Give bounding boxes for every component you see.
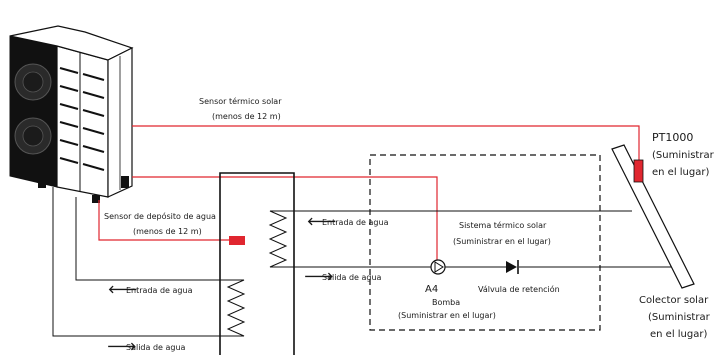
pt1000-sensor <box>633 159 644 183</box>
pump-icon <box>430 259 446 275</box>
outlet-right-label: Salida de agua <box>322 273 382 282</box>
check-valve-icon <box>506 260 519 274</box>
tank-sensor-label: Sensor de depósito de agua <box>104 211 216 221</box>
arrow-right-icon: 🡒 <box>107 340 137 353</box>
outlet-left-label: Salida de agua <box>126 343 186 352</box>
solar-system-supply: (Suministrar en el lugar) <box>453 237 551 246</box>
heat-pump-pipes <box>52 187 220 337</box>
water-tank <box>219 172 295 355</box>
tank-sensor <box>229 236 245 245</box>
inlet-right-label: Entrada de agua <box>322 218 389 227</box>
inlet-left-label: Entrada de agua <box>126 286 193 295</box>
pt1000-supply-line2: en el lugar) <box>652 167 709 178</box>
pump-label: Bomba <box>432 298 460 307</box>
arrow-left-icon: 🡐 <box>307 215 337 228</box>
pt1000-label: PT1000 <box>652 131 693 144</box>
collector-supply-line2: en el lugar) <box>650 329 707 340</box>
arrow-right-icon: 🡒 <box>304 270 334 283</box>
solar-sensor-distance: (menos de 12 m) <box>212 112 281 121</box>
solar-system-label: Sistema térmico solar <box>459 220 547 230</box>
pt1000-supply-line1: (Suministrar <box>652 150 715 161</box>
pump-supply: (Suministrar en el lugar) <box>398 311 496 320</box>
collector-label: Colector solar <box>639 295 709 306</box>
tank-sensor-distance: (menos de 12 m) <box>133 227 202 236</box>
solar-system-boundary <box>369 154 601 331</box>
pump-code: A4 <box>425 284 438 295</box>
check-valve-label: Válvula de retención <box>478 284 560 294</box>
heat-pump-unit <box>9 25 134 203</box>
solar-sensor-label: Sensor térmico solar <box>199 96 282 106</box>
arrow-left-icon: 🡐 <box>108 283 138 296</box>
collector-supply-line1: (Suministrar <box>648 312 711 323</box>
sensor-wires <box>98 125 640 264</box>
solar-collector <box>611 144 695 289</box>
